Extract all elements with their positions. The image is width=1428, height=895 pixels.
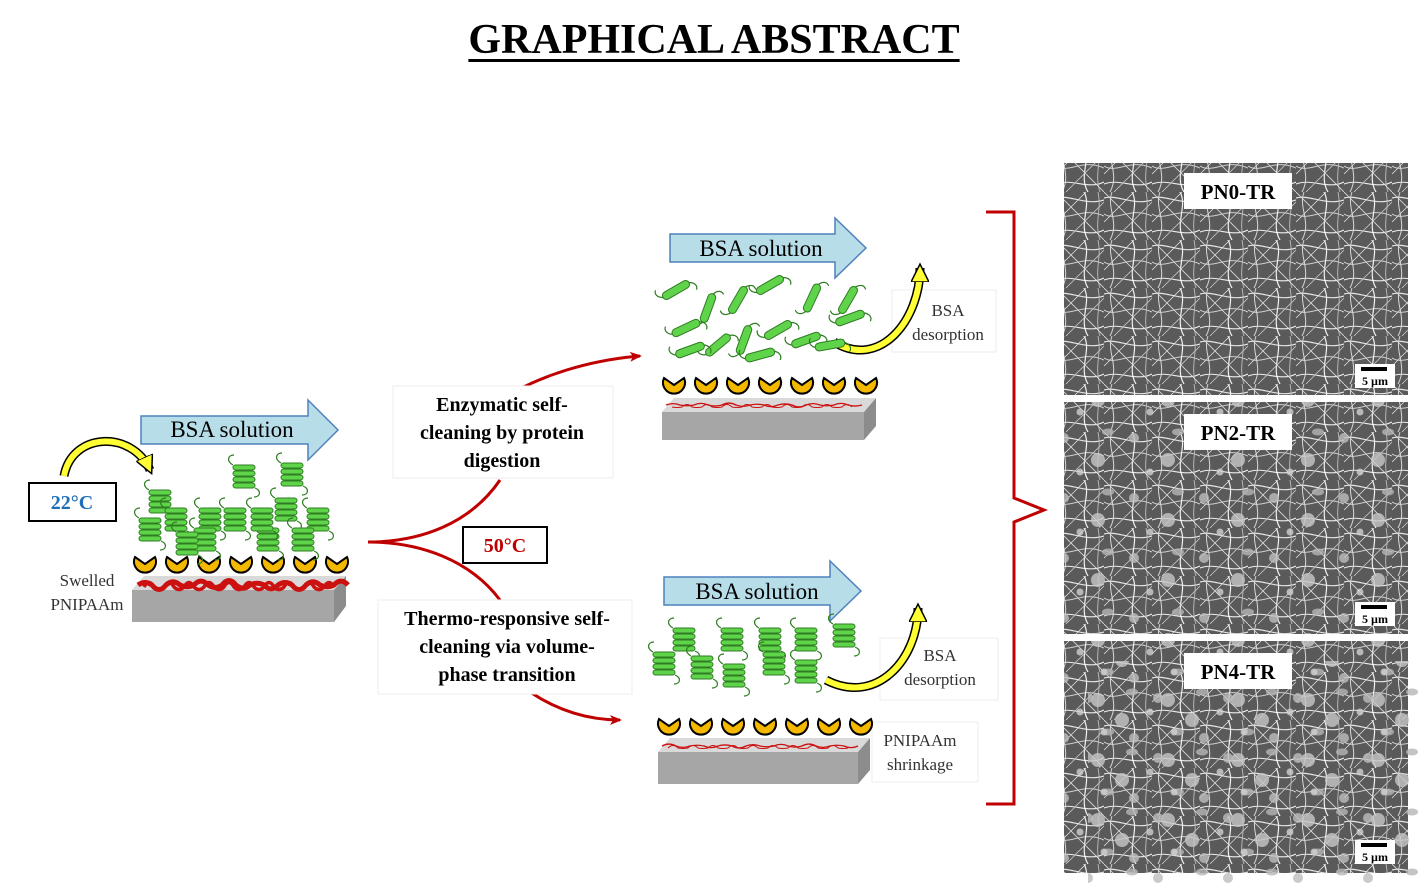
svg-text:BSA: BSA — [923, 646, 957, 665]
svg-text:BSA: BSA — [931, 301, 965, 320]
bsa-coil-icon — [171, 521, 203, 565]
enzyme-icon — [689, 717, 713, 736]
bsa-coil-icon — [790, 617, 822, 661]
svg-text:cleaning via volume-: cleaning via volume- — [419, 636, 595, 658]
digested-bsa-fragments — [654, 275, 872, 363]
enzyme-icon — [293, 555, 317, 574]
bsa-fragment-icon — [738, 347, 782, 363]
left-panel: BSA solution 22°C Swelled PNIPAAm — [28, 398, 350, 622]
micrograph-pn2: PN2-TR 5 µm — [1064, 402, 1408, 634]
enzyme-icon — [662, 376, 686, 395]
flow-arrow-enzymatic — [669, 216, 868, 280]
bsa-coil-icon — [134, 507, 166, 551]
temperature-box-hot — [462, 526, 548, 564]
bsa-coil-icon — [790, 649, 822, 693]
micrograph-pn0: PN0-TR 5 µm — [1064, 163, 1408, 395]
enzyme-icon — [721, 717, 745, 736]
svg-text:phase transition: phase transition — [438, 664, 575, 686]
swelled-label-line1: Swelled — [60, 571, 115, 590]
enzyme-icon — [758, 376, 782, 395]
bsa-coil-icon — [828, 613, 860, 657]
svg-text:5 µm: 5 µm — [1362, 612, 1388, 626]
enzyme-icon — [325, 555, 349, 574]
temperature-cold: 22°C — [51, 492, 93, 514]
bsa-fragment-icon — [748, 275, 792, 295]
bsa-coil-icon — [718, 653, 750, 697]
bsa-fragment-icon — [756, 320, 800, 340]
bsa-fragment-icon — [654, 280, 698, 300]
micrograph-label-pn4: PN4-TR — [1201, 660, 1276, 684]
enzyme-icon — [854, 376, 878, 395]
bsa-fragment-icon — [668, 341, 712, 359]
red-bracket — [986, 210, 1049, 806]
enzyme-icon — [753, 717, 777, 736]
swelled-label-line2: PNIPAAm — [50, 595, 123, 614]
shrunken-polymer-chains — [661, 743, 859, 749]
bsa-coil-icon — [189, 517, 221, 561]
bsa-coil-icon — [686, 645, 718, 689]
enzyme-icon — [229, 555, 253, 574]
micrograph-pn4: PN4-TR 5 µm — [1064, 641, 1428, 893]
thermo-panel: BSA solution BSA desorption PNIPAAm shri… — [648, 559, 999, 784]
micrograph-label-pn0: PN0-TR — [1201, 180, 1276, 204]
bsa-fragment-icon — [829, 284, 867, 316]
enzyme-icon — [133, 555, 157, 574]
enzyme-icon — [694, 376, 718, 395]
enzyme-row-enzymatic — [662, 376, 878, 395]
bsa-coil-icon — [287, 517, 319, 561]
svg-text:desorption: desorption — [912, 325, 984, 344]
curved-arrow-left — [59, 436, 155, 478]
bsa-fragment-icon — [784, 331, 828, 349]
bsa-coil-icon — [648, 641, 680, 685]
svg-text:BSA solution: BSA solution — [699, 236, 823, 261]
enzyme-icon — [817, 717, 841, 736]
page-title: GRAPHICAL ABSTRACT — [468, 17, 960, 63]
enzymatic-caption: Enzymatic self- cleaning by protein dige… — [392, 385, 614, 479]
enzyme-icon — [726, 376, 750, 395]
enzyme-icon — [165, 555, 189, 574]
polymer-chains-enzymatic — [665, 402, 863, 408]
enzyme-icon — [849, 717, 873, 736]
svg-text:Enzymatic self-: Enzymatic self- — [436, 394, 568, 416]
enzyme-icon — [822, 376, 846, 395]
bsa-coil-icon — [270, 487, 302, 531]
bsa-fragment-icon — [794, 281, 830, 315]
bsa-coil-icon — [758, 641, 790, 685]
adsorbed-bsa-coils-left — [134, 452, 334, 565]
svg-text:Thermo-responsive self-: Thermo-responsive self- — [404, 608, 610, 630]
micrograph-label-pn2: PN2-TR — [1201, 421, 1276, 445]
svg-text:digestion: digestion — [464, 450, 541, 472]
swelled-polymer-chains — [136, 577, 350, 593]
bsa-coil-icon — [228, 454, 260, 498]
bsa-fragment-icon — [808, 337, 852, 353]
flow-arrow-left-label: BSA solution — [170, 417, 294, 442]
svg-text:5 µm: 5 µm — [1362, 850, 1388, 864]
flow-arrow-thermo — [663, 559, 863, 623]
svg-text:desorption: desorption — [904, 670, 976, 689]
bsa-fragment-icon — [664, 318, 708, 338]
bsa-fragment-icon — [828, 309, 872, 327]
substrate-thermo — [658, 738, 870, 784]
temperature-box-cold — [28, 482, 117, 522]
flow-arrow-left — [140, 398, 340, 462]
svg-text:5 µm: 5 µm — [1362, 374, 1388, 388]
enzyme-icon — [785, 717, 809, 736]
enzyme-icon — [657, 717, 681, 736]
enzyme-row-thermo — [657, 717, 873, 736]
thermo-caption: Thermo-responsive self- cleaning via vol… — [377, 599, 633, 695]
svg-text:PNIPAAm: PNIPAAm — [883, 731, 956, 750]
bsa-fragment-icon — [719, 284, 757, 316]
bsa-coil-icon — [716, 617, 748, 661]
bsa-coil-icon — [246, 497, 278, 541]
svg-text:cleaning by protein: cleaning by protein — [420, 422, 584, 444]
bsa-coil-icon — [219, 497, 251, 541]
enzymatic-panel: BSA solution BSA desorption — [654, 216, 997, 440]
svg-text:BSA solution: BSA solution — [695, 579, 819, 604]
svg-text:shrinkage: shrinkage — [887, 755, 953, 774]
bsa-coils-thermo — [648, 613, 860, 697]
bsa-coil-icon — [276, 452, 308, 496]
enzyme-icon — [790, 376, 814, 395]
temperature-hot: 50°C — [484, 535, 526, 557]
